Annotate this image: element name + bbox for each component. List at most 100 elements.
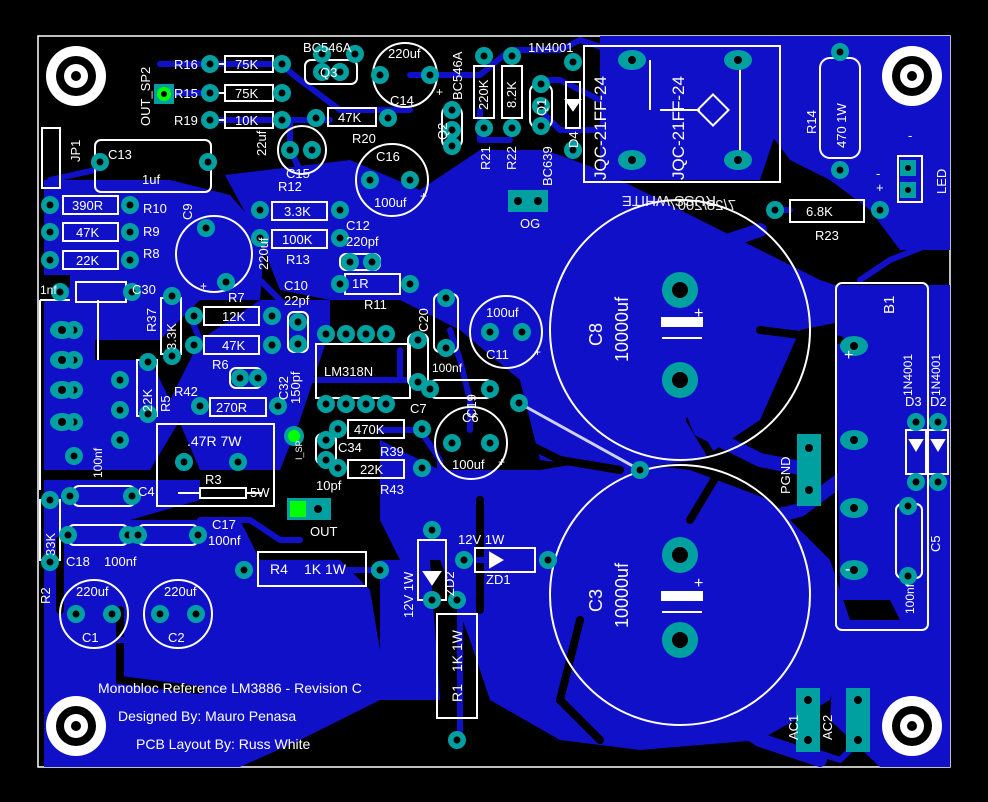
pad-drill	[116, 376, 124, 384]
pad-drill	[168, 352, 176, 360]
mounting-hole-tl	[46, 46, 106, 106]
label-r14: R14	[804, 110, 819, 134]
value-q1: BC639	[540, 146, 555, 186]
connector-pads	[154, 84, 916, 752]
plus-c3: +	[694, 575, 703, 592]
value-c34: 10pf	[316, 478, 342, 493]
pad-drill	[46, 228, 54, 236]
pad-drill	[934, 478, 942, 486]
pad-drill	[912, 478, 920, 486]
pad-drill	[428, 596, 436, 604]
copper-pours	[44, 36, 950, 767]
value-c9: 220uf	[256, 237, 271, 270]
pad-drill	[128, 288, 136, 296]
pad-drill	[414, 336, 422, 344]
polarity-plus-r14: +	[876, 180, 884, 195]
label-r10: R10	[143, 201, 167, 216]
value-c4: 100nf	[91, 447, 105, 478]
pad-drill	[453, 596, 461, 604]
value-c17: 100nf	[208, 533, 241, 548]
label-c2: C2	[168, 630, 185, 645]
pad-drill	[322, 400, 330, 408]
pad-drill	[442, 344, 450, 352]
plus-c16: +	[420, 189, 427, 203]
pad-drill	[126, 256, 134, 264]
pad-drill	[206, 60, 214, 68]
pad-drill	[628, 156, 636, 164]
pad-drill	[234, 458, 242, 466]
pad-drill	[376, 71, 384, 79]
value-c16: 100uf	[374, 195, 407, 210]
pad-drill	[46, 558, 54, 566]
label-q3-value: BC546A	[303, 40, 352, 55]
value-r8: 22K	[76, 253, 99, 268]
value-c15: 22uf	[254, 130, 269, 156]
polarity-minus-led: -	[908, 128, 912, 143]
label-c15: C15	[286, 166, 310, 181]
value-r6: 47K	[222, 338, 245, 353]
pad-drill	[268, 341, 276, 349]
value-c8: 10000uf	[612, 296, 632, 362]
pad-drill	[418, 425, 426, 433]
pad-drill	[128, 492, 136, 500]
value-r5: 22K	[140, 389, 155, 412]
pad-drill	[168, 292, 176, 300]
pad-drill	[362, 400, 370, 408]
value-d4-top: 1N4001	[528, 40, 574, 55]
pad-drill	[515, 399, 523, 407]
mirrored-text: RUSS WHITE 7/28/2007	[622, 192, 736, 214]
pad-drill	[236, 374, 244, 382]
label-c12: C12	[346, 218, 370, 233]
pad-drill	[194, 531, 202, 539]
label-r19: R19	[174, 113, 198, 128]
pad-drill	[376, 566, 384, 574]
pad-drill	[448, 142, 456, 150]
pad-drill	[46, 256, 54, 264]
value-r4: 1K 1W	[304, 561, 347, 577]
pad-drill	[256, 206, 264, 214]
label-c19: C19	[464, 394, 479, 418]
label-ac1: AC1	[786, 715, 801, 740]
value-d3: 1N4001	[901, 354, 915, 396]
value-c3: 10000uf	[612, 562, 632, 628]
pad-drill	[836, 166, 844, 174]
pad-drill	[904, 502, 912, 510]
pad-drill	[278, 116, 286, 124]
pad-drill	[322, 456, 330, 464]
pad-drill	[196, 402, 204, 410]
label-r13: R13	[286, 252, 310, 267]
pad-drill	[368, 258, 376, 266]
label-r22: R22	[504, 146, 519, 170]
label-c1: C1	[82, 630, 99, 645]
note-r3: 5W	[250, 485, 270, 500]
label-c30: C30	[132, 282, 156, 297]
pad-drill	[460, 556, 468, 564]
pad-drill	[64, 531, 72, 539]
credit-title: Monobloc Reference LM3886 - Revision C	[98, 680, 362, 696]
pad-drill	[362, 330, 370, 338]
value-r21: 220K	[476, 79, 491, 110]
value-r15: 75K	[235, 86, 258, 101]
label-i-sp: I_SP	[294, 440, 304, 460]
pad-drill	[206, 116, 214, 124]
pad-drill	[628, 56, 636, 64]
value-r20: 47K	[338, 110, 361, 125]
value-r16: 75K	[235, 57, 258, 72]
credits: Monobloc Reference LM3886 - Revision C D…	[98, 680, 362, 752]
label-pgnd: PGND	[778, 456, 793, 494]
plus-c9: +	[200, 279, 207, 293]
pad-drill	[486, 328, 494, 336]
label-c14: C14	[390, 93, 414, 108]
pad-drill	[336, 280, 344, 288]
value-r9: 47K	[76, 225, 99, 240]
value-c13: 1uf	[142, 172, 160, 187]
label-c5: C5	[928, 535, 943, 552]
value-r7: 12K	[222, 309, 245, 324]
pad-drill	[508, 52, 516, 60]
pad-drill	[322, 330, 330, 338]
label-jp1: JP1	[68, 140, 83, 162]
label-c16: C16	[376, 149, 400, 164]
value-r12: 3.3K	[284, 204, 311, 219]
label-r37: R37	[144, 308, 159, 332]
label-c4: C4	[138, 484, 155, 499]
